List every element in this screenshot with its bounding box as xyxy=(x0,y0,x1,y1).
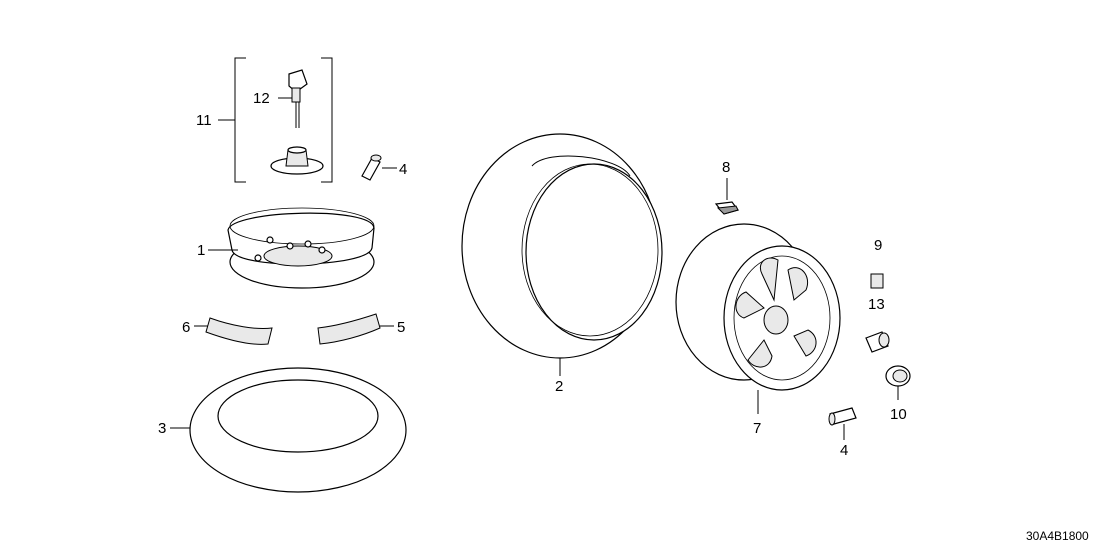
callout-12: 12 xyxy=(253,90,270,107)
tpms-sensor-base xyxy=(270,146,324,175)
valve-stem-upper xyxy=(361,154,397,181)
callout-5: 5 xyxy=(397,319,405,336)
valve-kit-bracket xyxy=(218,57,333,183)
valve-stem-lower xyxy=(828,407,857,440)
callout-8: 8 xyxy=(722,159,730,176)
callout-11: 11 xyxy=(196,112,212,129)
callout-3: 3 xyxy=(158,420,166,437)
callout-6: 6 xyxy=(182,319,190,336)
center-cap-small xyxy=(870,273,884,289)
tire xyxy=(461,133,663,376)
callout-9: 9 xyxy=(874,237,882,254)
callout-4-lower: 4 xyxy=(840,442,848,459)
spare-wheel xyxy=(208,207,375,289)
alloy-wheel xyxy=(675,223,841,414)
callout-10: 10 xyxy=(890,406,907,423)
wheel-lug-nut xyxy=(865,331,890,353)
callout-7: 7 xyxy=(753,420,761,437)
spare-tire xyxy=(170,367,407,493)
callout-2: 2 xyxy=(555,378,563,395)
pad-left xyxy=(194,317,273,345)
callout-1: 1 xyxy=(197,242,205,259)
balance-weight xyxy=(714,178,740,215)
center-cap xyxy=(885,365,911,400)
tpms-valve-stem xyxy=(278,69,308,128)
pad-right xyxy=(317,313,394,345)
callout-4-upper: 4 xyxy=(399,161,407,178)
diagram-code: 30A4B1800 xyxy=(1026,529,1089,543)
callout-13: 13 xyxy=(868,296,885,313)
